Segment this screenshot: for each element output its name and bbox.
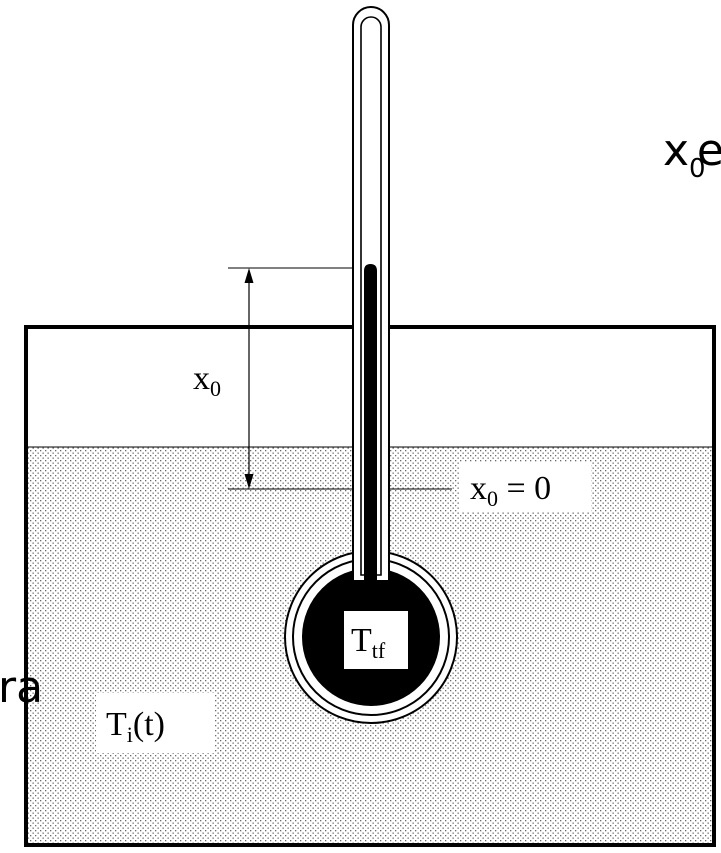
liquid-temperature-rest: (t) (133, 706, 165, 743)
bulb-temperature-label: Ttf (351, 622, 386, 663)
bulb-label-box (344, 611, 408, 669)
liquid-temperature-label: Ti(t) (106, 706, 165, 747)
background-fragment-top-right: e (697, 125, 721, 176)
height-label: x0 (193, 360, 221, 401)
tank-outline (24, 325, 716, 847)
background-fragment-left: ra (0, 662, 43, 713)
zero-reference-label: x0 = 0 (470, 470, 551, 511)
liquid-temperature-sub: i (127, 722, 133, 747)
liquid-label-box (96, 693, 214, 753)
zero-reference-sub: 0 (487, 486, 498, 511)
background-fragment-x0: x0 (663, 125, 706, 184)
fragment-char: e (697, 125, 721, 176)
height-label-sub: 0 (210, 376, 221, 401)
mercury-neck (364, 560, 377, 590)
dimension-arrow-head-bottom (244, 474, 254, 489)
dimension-arrow-head-top (244, 268, 254, 283)
fragment-var: x (663, 125, 689, 176)
bulb-temperature-sub: tf (372, 638, 386, 663)
zero-reference-rest: = 0 (498, 470, 551, 507)
zero-label-box (459, 462, 591, 512)
fragment-sub: 0 (689, 154, 706, 184)
mercury-column (364, 264, 377, 575)
